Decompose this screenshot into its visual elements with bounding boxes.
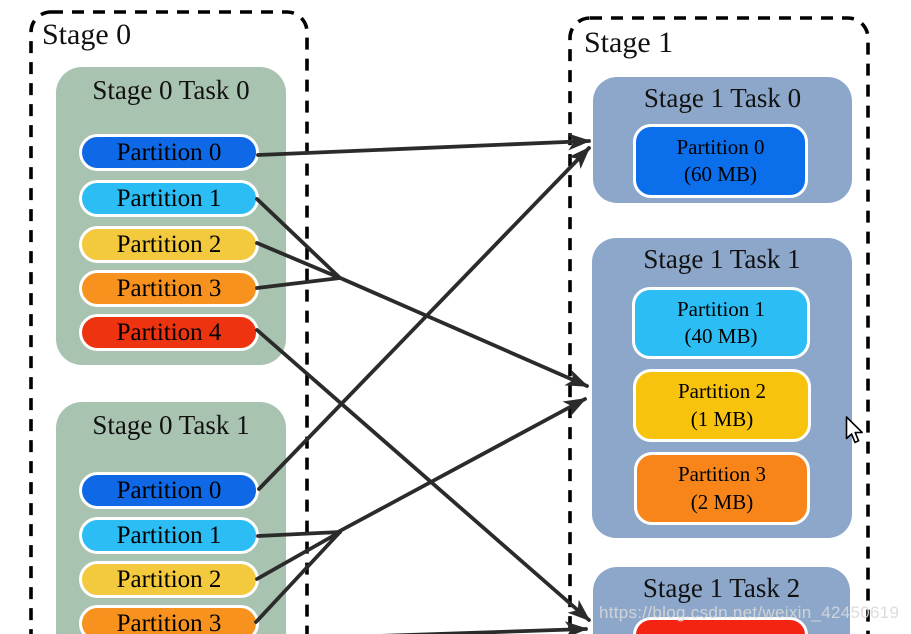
- stage1-task2-title: Stage 1 Task 2: [642, 573, 801, 603]
- stage0-task1-title: Stage 0 Task 1: [92, 410, 250, 440]
- partition-label: Partition 2: [116, 231, 222, 258]
- stage0-task0-partition-1: Partition 1: [79, 180, 259, 217]
- partition-label: Partition 1: [116, 522, 222, 549]
- arrow-s0t0p4-s1t2: [255, 328, 591, 622]
- arrow-s0t0junction-s1t1: [336, 275, 589, 388]
- partition-size: (1 MB): [690, 406, 754, 431]
- partition-label: Partition 2: [677, 379, 767, 404]
- arrow-offscreen-s1t2: [380, 621, 588, 634]
- partition-size: (2 MB): [690, 489, 754, 514]
- stage0-task1-partition-2: Partition 2: [79, 561, 259, 598]
- arrow-s0t0p0-s1t0: [256, 133, 591, 157]
- partition-label: Partition 1: [116, 185, 222, 212]
- partition-label: Partition 3: [116, 610, 222, 634]
- partition-label: Partition 1: [676, 296, 766, 321]
- stage0-task1-partition-3: Partition 3: [79, 605, 259, 634]
- partition-label: Partition 0: [116, 477, 222, 504]
- stage1-task2-box: Stage 1 Task 2 Partition 4: [593, 567, 850, 634]
- partition-label: Partition 3: [116, 275, 222, 302]
- stage1-label: Stage 1: [584, 26, 674, 59]
- stage1-task1-partition-3: Partition 3 (2 MB): [634, 452, 810, 525]
- partition-size: (60 MB): [684, 162, 757, 186]
- stage0-label: Stage 0: [42, 18, 132, 51]
- stage0-task0-partition-2: Partition 2: [79, 226, 259, 263]
- partition-size: (40 MB): [684, 324, 758, 348]
- stage1-task1-box: Stage 1 Task 1 Partition 1 (40 MB) Parti…: [592, 238, 852, 538]
- stage0-task1-partition-0: Partition 0: [79, 472, 259, 509]
- stage0-task1-partition-1: Partition 1: [79, 517, 259, 554]
- stage1-task0-title: Stage 1 Task 0: [643, 83, 802, 113]
- partition-label: Partition 0: [116, 139, 222, 166]
- partition-label: Partition 3: [677, 462, 767, 487]
- watermark-url: https://blog.csdn.net/weixin_42450619: [599, 603, 900, 622]
- stage0-task0-partition-4: Partition 4: [79, 314, 259, 351]
- stage0-task0-partition-3: Partition 3: [79, 270, 259, 307]
- partition-label: Partition 4: [116, 319, 222, 346]
- arrow-s0t1p0-s1t0: [257, 146, 591, 491]
- partition-label: Partition 2: [116, 566, 222, 593]
- stage0-task0-partition-0: Partition 0: [79, 134, 259, 171]
- stage1-task0-box: Stage 1 Task 0 Partition 0 (60 MB): [593, 77, 852, 203]
- stage1-task1-partition-2: Partition 2 (1 MB): [633, 369, 811, 442]
- mouse-cursor-icon: [845, 416, 863, 444]
- partition-label: Partition 0: [676, 134, 765, 159]
- stage0-task1-box: Stage 0 Task 1 Partition 0 Partition 1 P…: [56, 402, 286, 634]
- stage0-task0-box: Stage 0 Task 0 Partition 0 Partition 1 P…: [56, 67, 286, 365]
- stage0-task0-title: Stage 0 Task 0: [92, 75, 250, 105]
- stage1-task1-partition-1: Partition 1 (40 MB): [632, 287, 810, 359]
- stage1-task0-partition-0: Partition 0 (60 MB): [633, 124, 808, 198]
- stage1-task1-title: Stage 1 Task 1: [643, 244, 801, 274]
- arrow-s0t1junction-s1t1: [336, 397, 587, 534]
